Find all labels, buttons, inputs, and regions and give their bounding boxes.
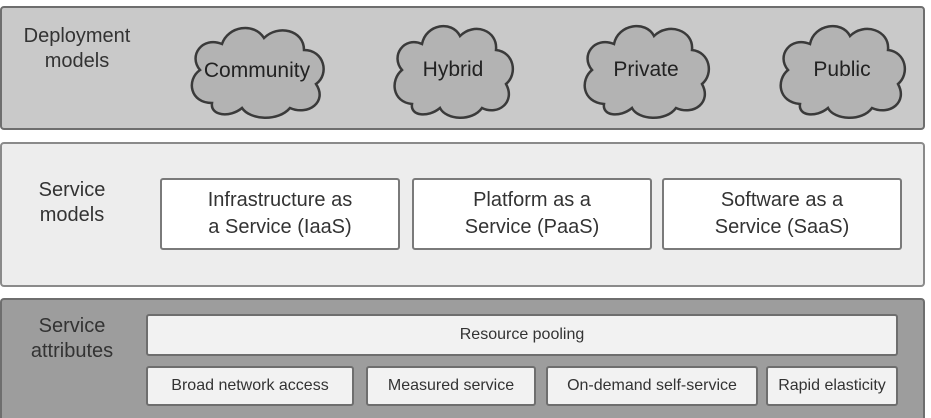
- cloud-private: Private: [576, 16, 716, 124]
- service-models-layer: Service models Infrastructure as a Servi…: [0, 142, 925, 287]
- service-attributes-layer: Service attributes Resource pooling Broa…: [0, 298, 925, 418]
- service-models-label: Service models: [38, 179, 106, 226]
- cloud-icon: [583, 24, 711, 119]
- cloud-label-community: Community: [203, 58, 311, 82]
- cloud-icon: [779, 24, 907, 119]
- deployment-models-layer: Deployment models Community Hybrid Priva…: [0, 6, 925, 130]
- paas-box: Platform as a Service (PaaS): [412, 178, 652, 250]
- cloud-hybrid: Hybrid: [386, 16, 520, 124]
- rapid-elasticity-box: Rapid elasticity: [766, 366, 898, 406]
- iaas-box: Infrastructure as a Service (IaaS): [160, 178, 400, 250]
- measured-service-box: Measured service: [366, 366, 536, 406]
- deployment-models-label: Deployment models: [23, 25, 131, 72]
- cloud-label-private: Private: [613, 58, 679, 81]
- broad-network-access-box: Broad network access: [146, 366, 354, 406]
- saas-box: Software as a Service (SaaS): [662, 178, 902, 250]
- cloud-public: Public: [772, 16, 912, 124]
- service-attributes-label: Service attributes: [30, 315, 114, 362]
- resource-pooling-box: Resource pooling: [146, 314, 898, 356]
- cloud-icon: [190, 26, 325, 119]
- cloud-label-hybrid: Hybrid: [422, 58, 484, 81]
- cloud-icon: [393, 24, 515, 119]
- on-demand-self-service-box: On-demand self-service: [546, 366, 758, 406]
- cloud-community: Community: [182, 18, 332, 123]
- cloud-label-public: Public: [813, 58, 871, 81]
